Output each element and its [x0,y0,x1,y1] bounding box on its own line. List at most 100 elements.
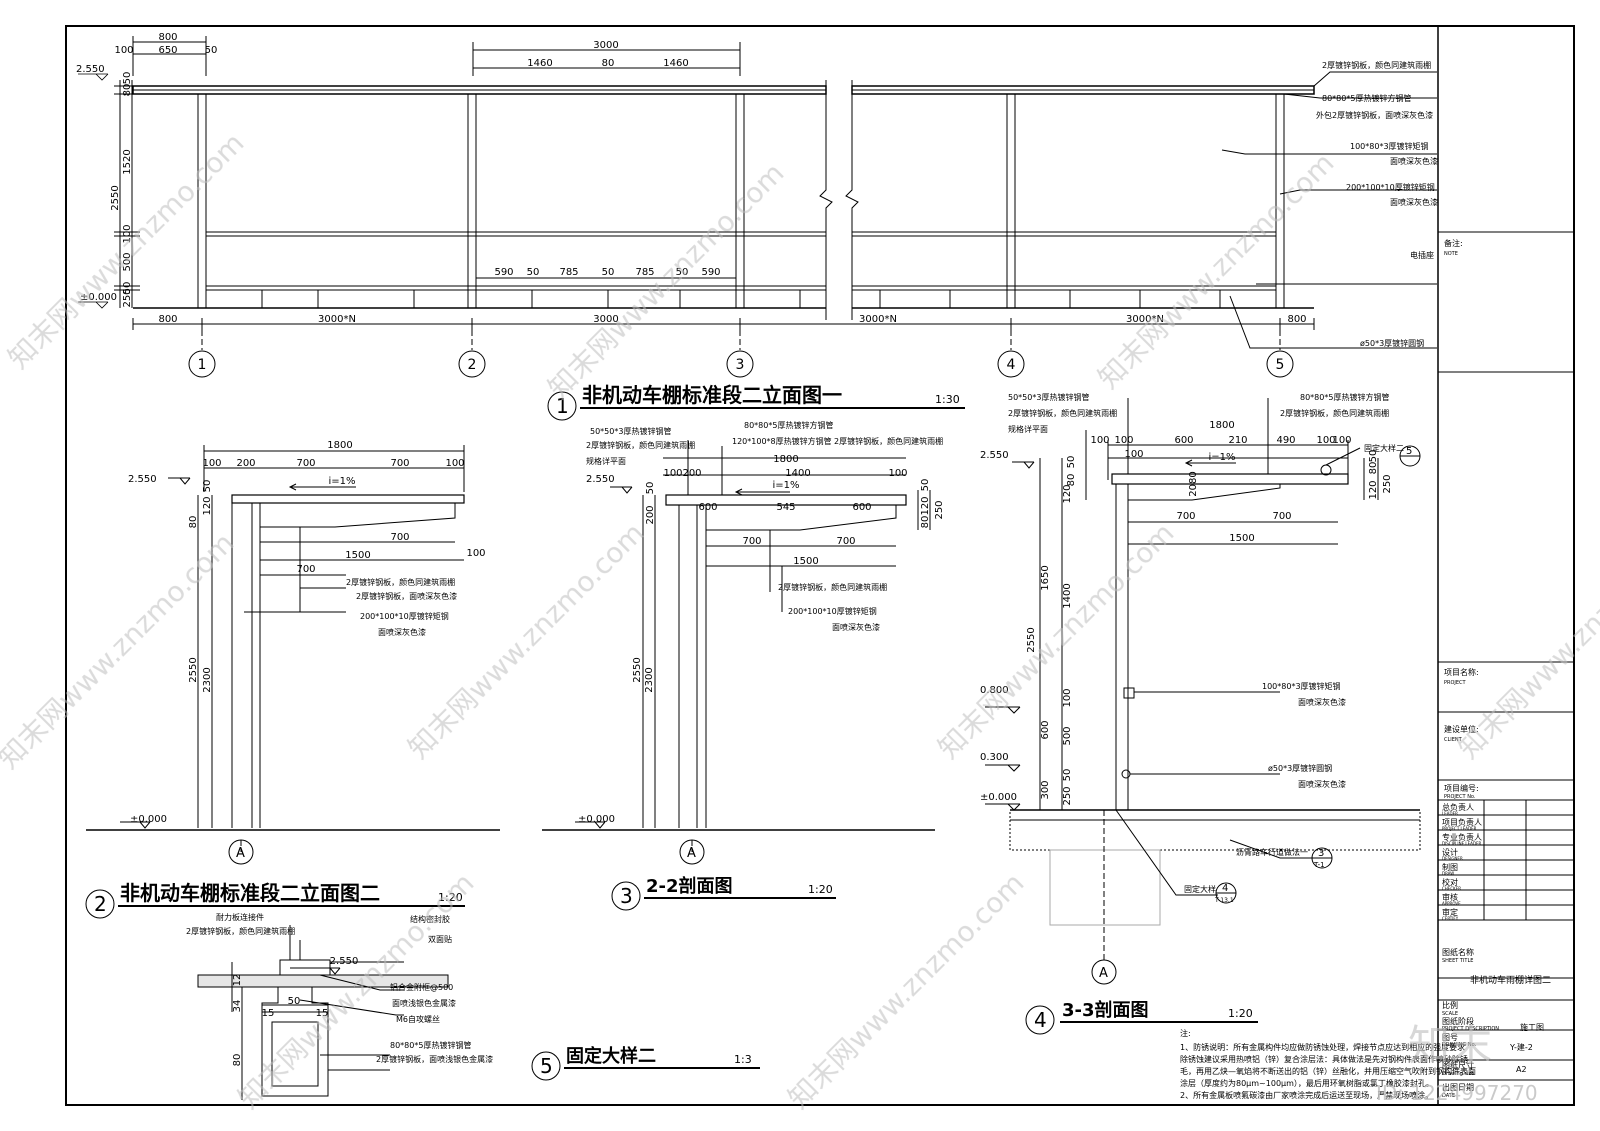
v4-dim: 600 [1174,435,1193,446]
note-line: 涂层（厚度约为80μm~100μm），最后用环氧树脂或氯丁橡胶漆封孔。 [1180,1078,1434,1088]
view-4-title: 3-3剖面图 [1062,999,1149,1021]
tb-role-en: DISCIPLINE LEADER [1442,841,1481,846]
v1-note: 面喷深灰色漆 [1390,156,1438,166]
v1-dim: 50 [676,267,689,278]
v2-dim: 100 [466,548,485,559]
v4-vert-dim: 600 [1040,720,1051,739]
note-line: 2、所有金属板喷氟碳漆由厂家喷涂完成后运送至现场，严禁现场喷涂。 [1180,1090,1433,1100]
v1-note: 200*100*10厚镀锌矩钢 [1346,182,1435,192]
v2-vert-dim: 120 [202,496,213,515]
v3-dim: 600 [852,502,871,513]
v1-note: 外包2厚镀锌钢板，面喷深灰色漆 [1316,110,1433,120]
v3-dim: 700 [742,536,761,547]
v3-note: 80*80*5厚热镀锌方钢管 [744,420,833,430]
v2-vert-dim: 50 [202,480,213,493]
sheet-border [65,25,1575,1106]
v1-note: 电插座 [1410,250,1434,260]
v3-note: 面喷深灰色漆 [832,622,880,632]
tb-client-en: CLIENT [1444,737,1463,743]
axis-label-1: 1 [198,357,207,373]
watermark-logo: 知末 [1408,1021,1492,1070]
v3-note: 200*100*10厚镀锌矩钢 [788,606,877,616]
view-4-number: 4 [1034,1008,1047,1032]
view-4-section [985,398,1421,960]
v5-note: 2厚镀锌钢板，面喷浅银色金属漆 [376,1054,493,1064]
v3-note: 2厚镀锌钢板，颜色同建筑雨棚 [778,582,887,592]
v3-vert-dim: 2550 [632,657,643,682]
view-4-scale: 1:20 [1228,1007,1253,1020]
v4-vert-dim: 80 [1368,462,1379,475]
v2-dim: i=1% [328,476,355,487]
tb-role: 专业负责人 [1442,832,1482,842]
v1-dim: 3000 [593,314,618,325]
v4-dim: 1500 [1229,533,1254,544]
v1-left-dim: 250 [122,288,133,307]
v4-vert-dim: 80 [1066,474,1077,487]
tb-scale-cn: 比例 [1442,1000,1458,1010]
view-1-elevation [114,36,1437,350]
view-1-scale: 1:30 [935,393,960,406]
v1-left-dim: 50 [122,72,133,85]
v1-dim: 590 [701,267,720,278]
v2-dim: 700 [296,564,315,575]
v2-dim: 100 [202,458,221,469]
v5-note: 面喷浅银色金属漆 [392,998,456,1008]
v5-note: M6自攻螺丝 [396,1014,440,1024]
v3-dim: 100 [888,468,907,479]
elevation-mark: ±0.000 [80,292,117,303]
view-3-number: 3 [620,884,633,908]
tb-desc-cn: 图纸阶段 [1442,1016,1474,1026]
v1-note: 面喷深灰色漆 [1390,197,1438,207]
v4-note: 2厚镀锌钢板，颜色同建筑雨棚 [1008,408,1117,418]
note-line: 毛，再用乙炔—氧焰将不断送出的铝（锌）丝融化，并用压缩空气吹附到钢构件表面 [1180,1066,1476,1076]
v4-note: 50*50*3厚热镀锌钢管 [1008,392,1089,402]
tb-role-en: LEADER [1442,811,1458,816]
v5-note: 双面贴 [428,934,452,944]
v1-dim: 3000*N [1126,314,1164,325]
v1-left-dim: 100 [122,224,133,243]
view-2-number: 2 [94,892,107,916]
tb-size-en: Drawing size [1442,1071,1474,1077]
v2-note: 2厚镀锌钢板，颜色同建筑雨棚 [346,577,455,587]
v3-dim: 545 [776,502,795,513]
v1-dim: 800 [1287,314,1306,325]
watermark-text: 知末网www.znzmo.com [402,516,651,765]
v1-left-dim: 80 [122,84,133,97]
v2-note: 2厚镀锌钢板，面喷深灰色漆 [356,591,457,601]
v2-vert-dim: 80 [188,516,199,529]
view-1-number: 1 [556,394,569,418]
axis-a-v2: A [236,846,245,861]
v1-note: ø50*3厚镀锌圆钢 [1360,338,1424,348]
v3-vert-dim: 120 [920,496,931,515]
elevation-mark: ±0.000 [130,814,167,825]
v3-dim: i=1% [772,480,799,491]
tb-role: 校对 [1442,877,1458,887]
tb-dwgno-en: DRAWING No. [1442,1042,1477,1048]
v1-note: 80*80*5厚热镀锌方钢管 [1322,93,1411,103]
v4-vert-dim: 120 [1062,484,1073,503]
v2-dim: 200 [236,458,255,469]
v4-dim: 100 [1124,449,1143,460]
v4-vert-dim: 500 [1062,726,1073,745]
watermark-text: 知末网www.znzmo.com [542,156,791,405]
elevation-mark: 2.550 [586,474,615,485]
v1-left-dim: 1520 [122,149,133,174]
v4-dim: 100 [1090,435,1109,446]
v4-dim: 700 [1272,511,1291,522]
v4-ref: 5 [1406,446,1412,457]
v4-dim: 100 [1332,435,1351,446]
v4-note: 2厚镀锌钢板，颜色同建筑雨棚 [1280,408,1389,418]
v1-dim: 785 [635,267,654,278]
tb-sheet-title-en: SHEET TITLE [1442,958,1473,964]
v3-dim: 1500 [793,556,818,567]
v1-dim: 100 [114,45,133,56]
note-line: 1、防锈说明：所有金属构件均应做防锈蚀处理，焊接节点应达到相应的强度要求 [1180,1042,1465,1052]
v4-note: 面喷深灰色漆 [1298,779,1346,789]
view-3-section [542,440,935,852]
v4-note: 80*80*5厚热镀锌方钢管 [1300,392,1389,402]
tb-size-cn: 图纸尺寸 [1442,1060,1474,1070]
view-1-axis-bubbles [188,350,1294,378]
tb-sheet-title: 非机动车雨棚详图二 [1470,974,1551,986]
axis-bubble-2 [458,350,486,378]
